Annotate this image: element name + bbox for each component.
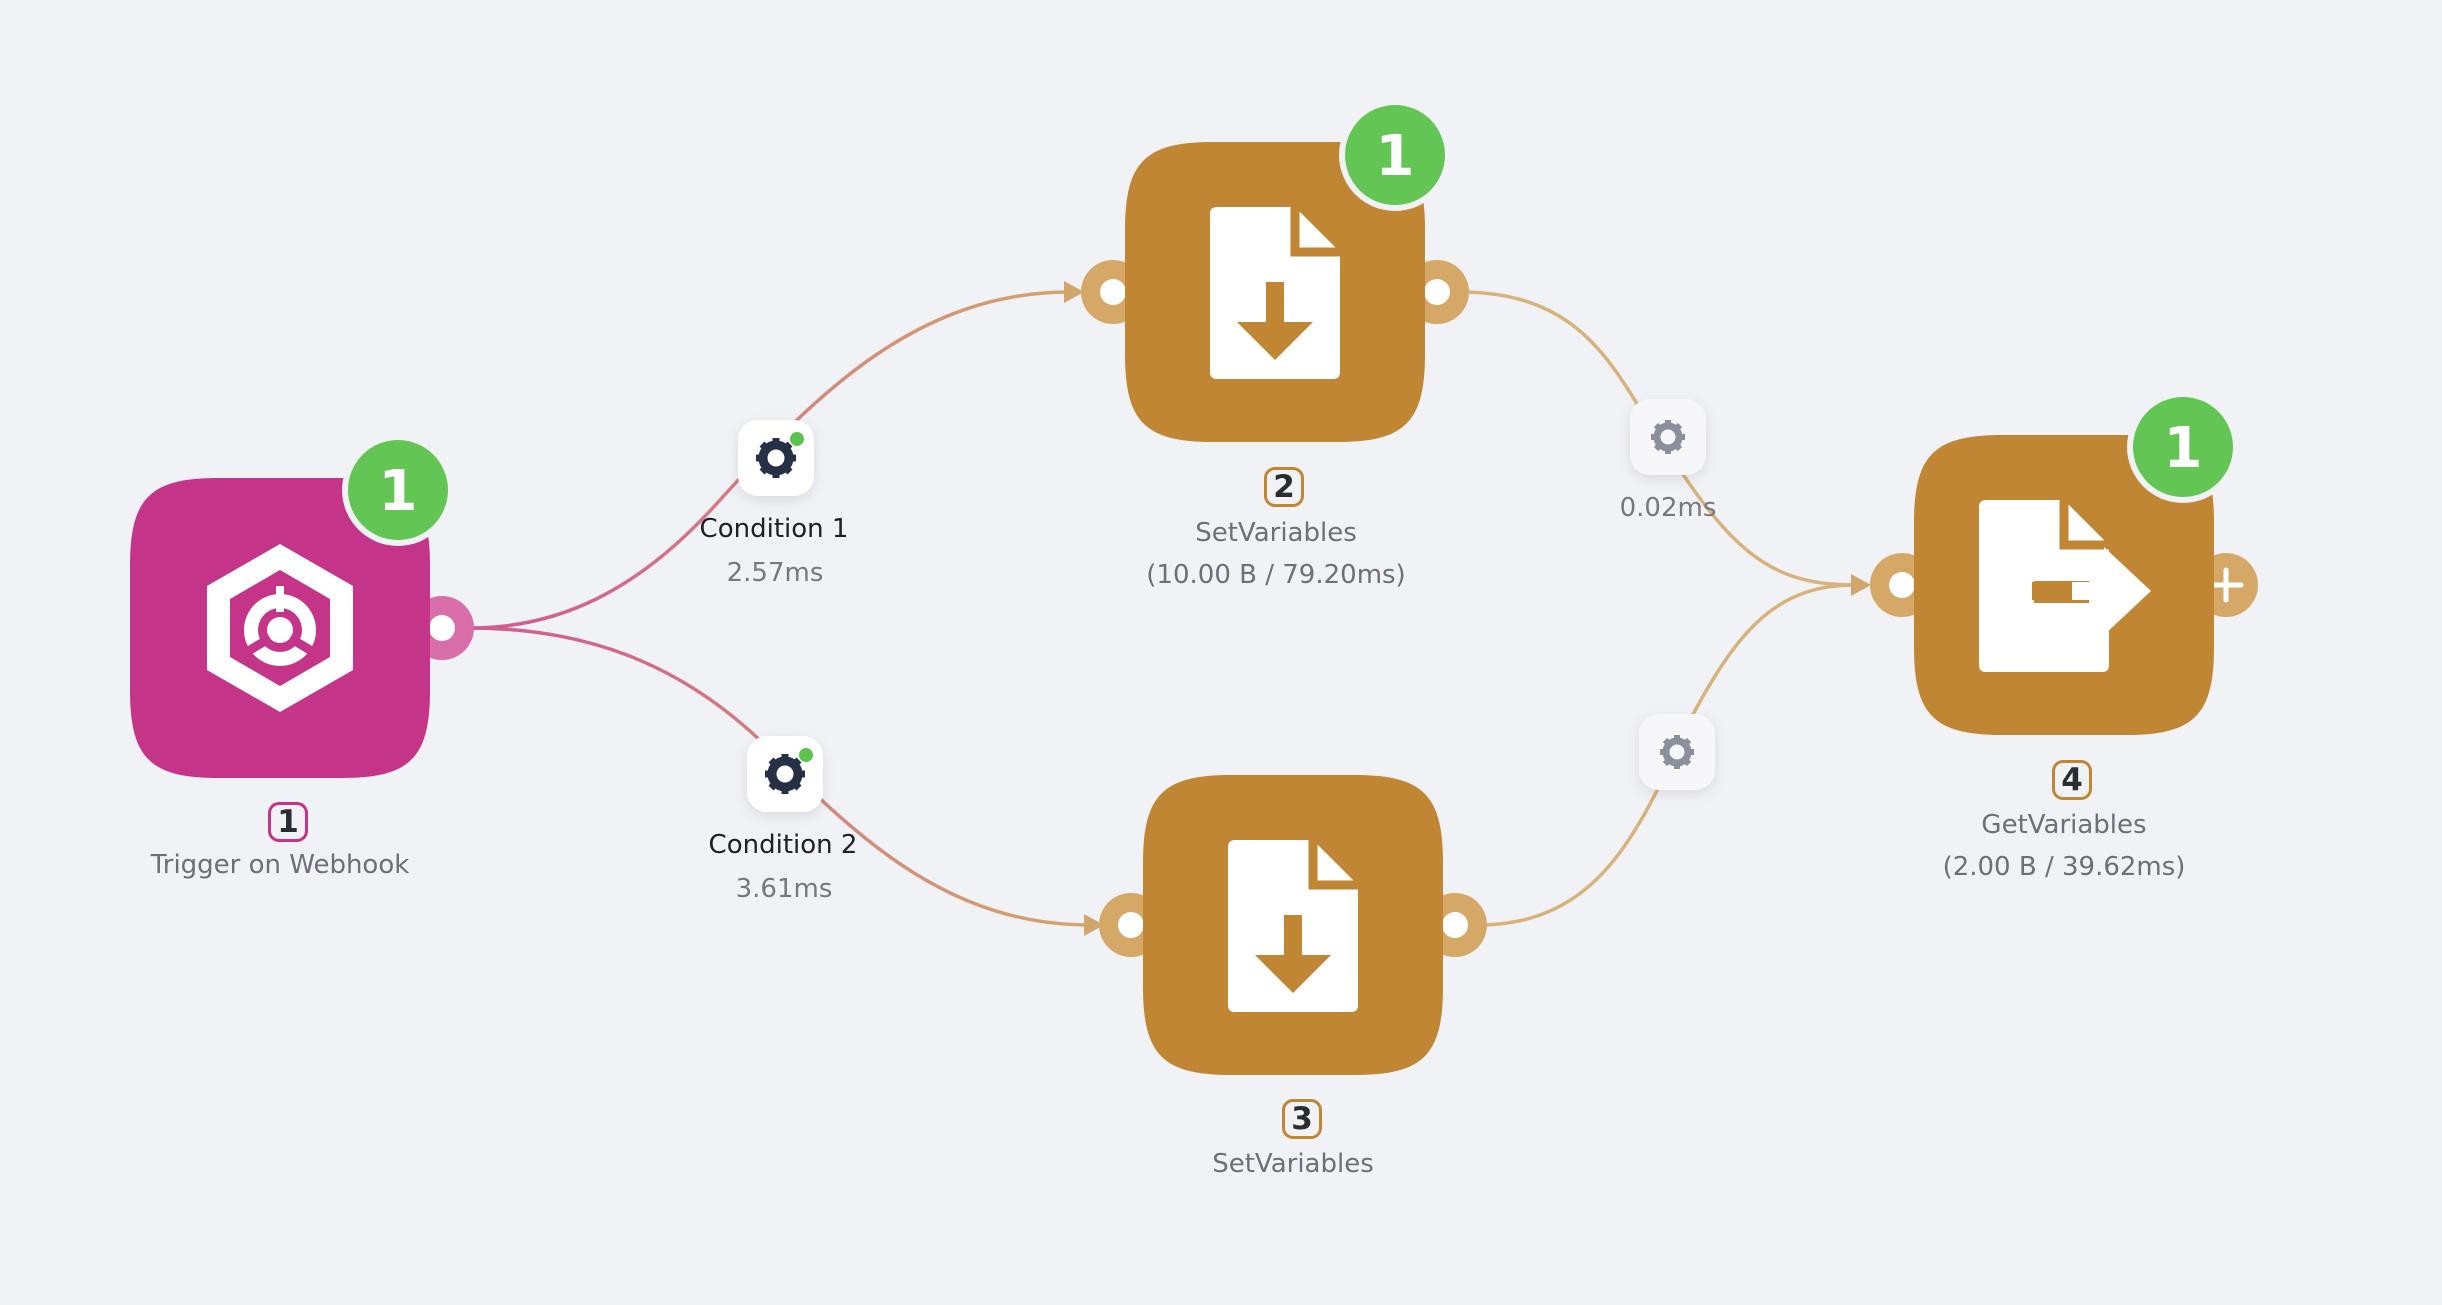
node-3-number: 3 [1282,1099,1322,1139]
node-4-number: 4 [2052,760,2092,800]
node-trigger-webhook[interactable] [130,478,430,778]
node-2-number: 2 [1264,467,1304,507]
condition-2-button[interactable] [747,736,823,812]
condition-1-time: 2.57ms [726,558,824,588]
edge-trigger-to-node-2[interactable] [469,290,1071,630]
node-4-stats: (2.00 B / 39.62ms) [1942,852,2186,882]
gear-icon [1660,735,1694,769]
count-badge-node-4-text: 1 [2164,416,2203,481]
node-set-variables-bottom[interactable] [1143,775,1443,1075]
active-status-dot [790,432,804,446]
node-set-variables-top[interactable] [1125,142,1425,442]
condition-2-time: 3.61ms [735,874,833,904]
gear-icon [1651,420,1685,454]
node-4-name: GetVariables [1981,810,2147,840]
edge-3-4-settings-button[interactable] [1639,714,1715,790]
arrowhead-node-3 [1084,914,1104,936]
webhook-icon [207,544,353,712]
arrowhead-node-4 [1851,574,1871,596]
edge-2-4-time: 0.02ms [1619,493,1717,523]
active-status-dot [799,748,813,762]
node-get-variables[interactable] [1914,435,2214,735]
gear-icon [756,438,796,478]
file-export-icon [1979,500,2151,672]
count-badge-node-2: 1 [1339,99,1451,211]
gear-icon [765,754,805,794]
file-download-icon [1228,840,1358,1012]
node-3-name: SetVariables [1212,1149,1374,1179]
node-1-name: Trigger on Webhook [150,850,410,880]
count-badge-node-1-text: 1 [379,459,418,524]
count-badge-node-2-text: 1 [1376,124,1415,189]
node-1-number: 1 [268,802,308,842]
node-2-name: SetVariables [1195,518,1357,548]
file-download-icon [1210,207,1340,379]
edge-2-4-settings-button[interactable] [1630,399,1706,475]
condition-1-label: Condition 1 [699,514,849,544]
arrowhead-node-2 [1064,281,1084,303]
count-badge-node-4: 1 [2127,391,2239,503]
condition-2-label: Condition 2 [708,830,858,860]
condition-1-button[interactable] [738,420,814,496]
node-2-stats: (10.00 B / 79.20ms) [1146,560,1406,590]
count-badge-node-1: 1 [342,434,454,546]
